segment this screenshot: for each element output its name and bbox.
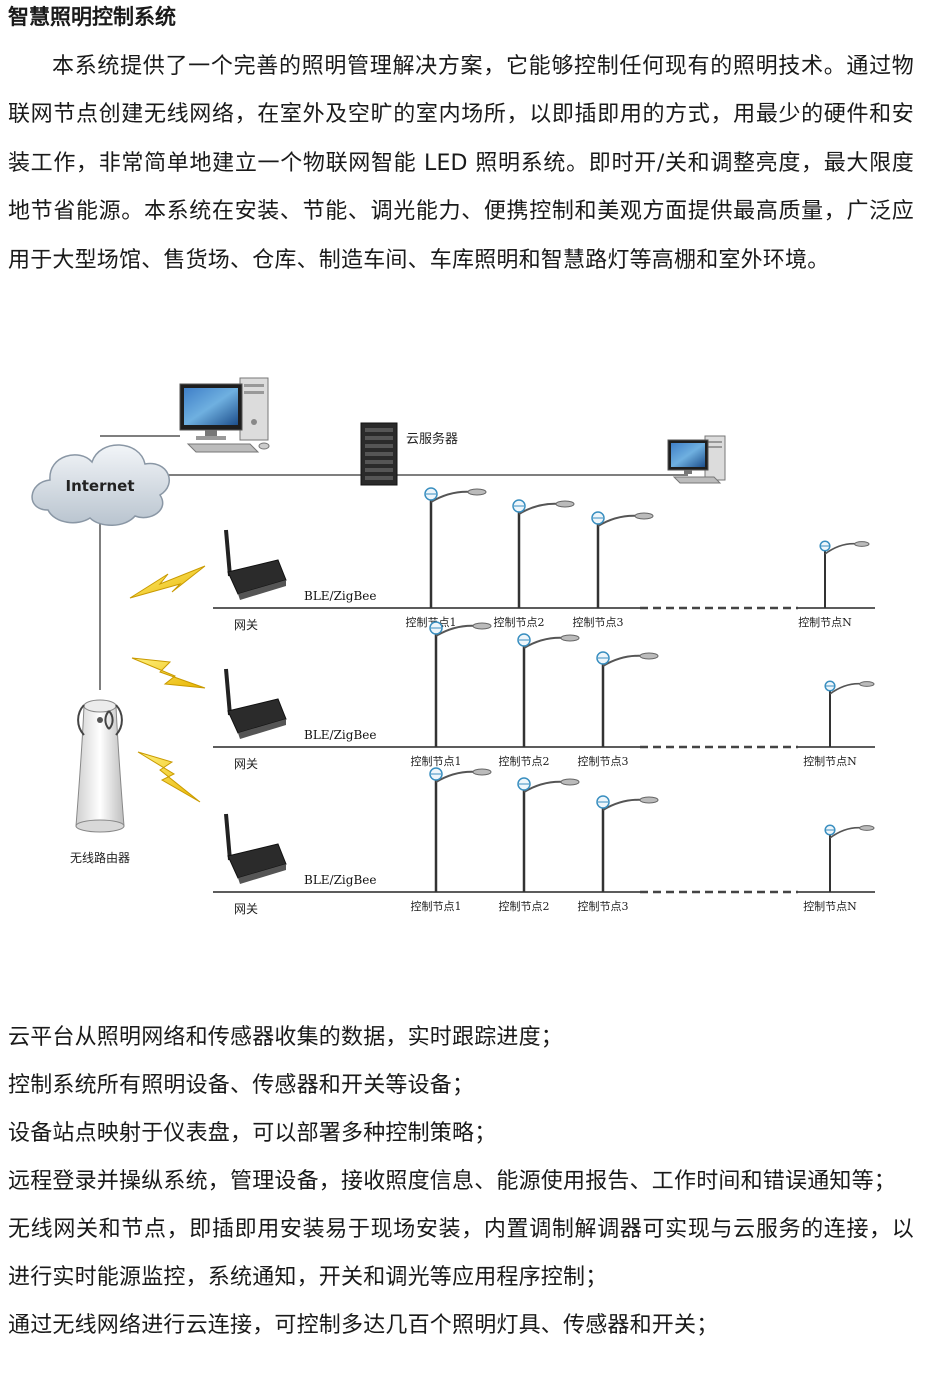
- internet-label: Internet: [65, 477, 134, 495]
- node-label: 控制节点1: [406, 615, 457, 629]
- gateway-row: BLE/ZigBee 网关 控制节点1 控制节点2 控制节点3 控制节点N: [213, 487, 875, 632]
- street-lamp-icon: [819, 540, 870, 608]
- street-lamp-icon: [429, 621, 492, 747]
- gateway-label: 网关: [234, 618, 258, 632]
- list-item: 设备站点映射于仪表盘，可以部署多种控制策略；: [8, 1121, 497, 1146]
- street-lamp-icon: [429, 767, 492, 892]
- wireless-signal-icon: [131, 657, 206, 689]
- document-title: 智慧照明控制系统: [8, 5, 176, 29]
- node-label: 控制节点N: [803, 899, 857, 913]
- router-label: 无线路由器: [70, 850, 130, 865]
- protocol-label: BLE/ZigBee: [304, 589, 376, 603]
- node-label: 控制节点3: [578, 899, 629, 913]
- gateway-row: BLE/ZigBee 网关 控制节点1 控制节点2 控制节点3 控制节点N: [213, 767, 875, 916]
- street-lamp-icon: [596, 795, 659, 892]
- node-label: 控制节点2: [499, 754, 550, 768]
- cloud-icon: [31, 444, 170, 526]
- desktop-computer-icon: [179, 377, 270, 453]
- street-lamp-icon: [824, 824, 875, 892]
- cloud-server-icon: [360, 422, 398, 486]
- protocol-label: BLE/ZigBee: [304, 728, 376, 742]
- street-lamp-icon: [596, 651, 659, 747]
- street-lamp-icon: [424, 487, 487, 608]
- street-lamp-icon: [512, 499, 575, 608]
- remote-computer-icon: [667, 435, 726, 484]
- list-item: 云平台从照明网络和传感器收集的数据，实时跟踪进度；: [8, 1025, 564, 1050]
- list-item: 远程登录并操纵系统，管理设备，接收照度信息、能源使用报告、工作时间和错误通知等；: [8, 1169, 897, 1194]
- wireless-router-icon: [75, 699, 125, 833]
- wireless-signal-icon: [129, 565, 206, 599]
- gateway-icon: [224, 529, 287, 600]
- street-lamp-icon: [517, 777, 580, 892]
- street-lamp-icon: [824, 680, 875, 747]
- network-diagram: Internet 云服务器: [31, 377, 875, 916]
- node-label: 控制节点N: [798, 615, 852, 629]
- node-label: 控制节点2: [494, 615, 545, 629]
- gateway-label: 网关: [234, 757, 258, 771]
- street-lamp-icon: [591, 511, 654, 608]
- gateway-label: 网关: [234, 902, 258, 916]
- list-item: 控制系统所有照明设备、传感器和开关等设备；: [8, 1073, 475, 1098]
- node-label: 控制节点3: [573, 615, 624, 629]
- list-item: 通过无线网络进行云连接，可控制多达几百个照明灯具、传感器和开关；: [8, 1313, 719, 1338]
- node-label: 控制节点2: [499, 899, 550, 913]
- node-label: 控制节点1: [411, 754, 462, 768]
- intro-paragraph: 本系统提供了一个完善的照明管理解决方案，它能够控制任何现有的照明技术。通过物联网…: [8, 54, 914, 273]
- server-label: 云服务器: [406, 431, 458, 447]
- list-item: 无线网关和节点，即插即用安装易于现场安装，内置调制解调器可实现与云服务的连接，以…: [8, 1217, 914, 1290]
- gateway-icon: [224, 668, 287, 739]
- gateway-icon: [224, 813, 287, 884]
- wireless-signal-icon: [137, 751, 201, 803]
- node-label: 控制节点1: [411, 899, 462, 913]
- node-label: 控制节点3: [578, 754, 629, 768]
- protocol-label: BLE/ZigBee: [304, 873, 376, 887]
- street-lamp-icon: [517, 633, 580, 747]
- node-label: 控制节点N: [803, 754, 857, 768]
- feature-list: 云平台从照明网络和传感器收集的数据，实时跟踪进度； 控制系统所有照明设备、传感器…: [8, 1014, 914, 1350]
